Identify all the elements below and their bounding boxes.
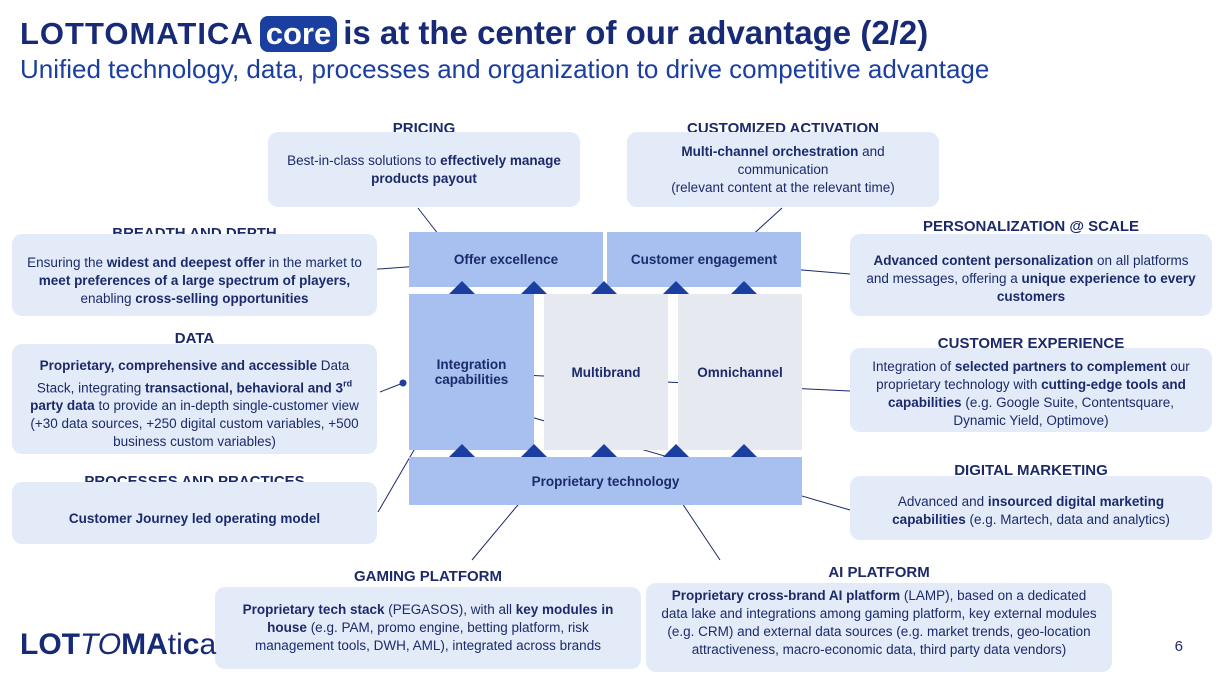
processes-box: Customer Journey led operating model [12, 482, 377, 544]
logo-part-1: LOT [20, 628, 80, 661]
cx-text-3: (e.g. Google Suite, Contentsquare, Dynam… [953, 395, 1174, 428]
gaming-bold-1: Proprietary tech stack [242, 602, 385, 617]
customized-activation-text-2: (relevant content at the relevant time) [671, 179, 895, 195]
gaming-text-1: (PEGASOS), with all [384, 602, 516, 617]
data-text-1: Data Stack, integrating [36, 357, 350, 396]
offer-excellence-block: Offer excellence [409, 232, 603, 287]
processes-bold: Customer Journey led operating model [68, 511, 321, 526]
customized-activation-bold: Multi-channel orchestration [681, 143, 859, 159]
logo-part-4: ti [167, 628, 183, 661]
breadth-depth-box: Ensuring the widest and deepest offer in… [12, 234, 377, 316]
customized-activation-box: Multi-channel orchestration and communic… [627, 132, 939, 207]
pricing-bold: effectively manage products payout [371, 152, 561, 186]
pricing-text: Best-in-class solutions to [287, 152, 441, 168]
logo-part-5: c [182, 628, 200, 661]
logo-part-6: a [199, 628, 217, 661]
ai-text: (LAMP), based on a dedicated data lake a… [661, 588, 1097, 657]
digital-marketing-heading: DIGITAL MARKETING [954, 462, 1108, 479]
ai-platform-heading: AI PLATFORM [828, 564, 930, 581]
personalization-text: on all platforms and messages, offering … [866, 253, 1189, 286]
page-subtitle: Unified technology, data, processes and … [20, 54, 990, 84]
digital-marketing-box: Advanced and insourced digital marketing… [850, 476, 1212, 540]
title-text: is at the center of our advantage (2/2) [343, 14, 929, 51]
breadth-text-2: in the market to [265, 255, 362, 270]
cx-bold-2: cutting-edge tools and capabilities [888, 377, 1186, 410]
personalization-bold-1: Advanced content personalization [873, 253, 1094, 268]
customer-experience-heading: CUSTOMER EXPERIENCE [937, 335, 1125, 352]
breadth-bold-3: cross-selling opportunities [135, 291, 309, 306]
ai-bold: Proprietary cross-brand AI platform [671, 588, 901, 603]
multibrand-block: Multibrand [544, 294, 668, 450]
cx-bold-1: selected partners to complement [954, 359, 1167, 374]
cx-text-1: Integration of [872, 359, 955, 374]
breadth-text-1: Ensuring the [27, 255, 107, 270]
personalization-heading: PERSONALIZATION @ SCALE [922, 218, 1140, 235]
customized-activation-text: and communication [737, 143, 885, 177]
integration-capabilities-block: Integration capabilities [409, 294, 534, 450]
proprietary-technology-block: Proprietary technology [409, 457, 802, 505]
customer-engagement-block: Customer engagement [607, 232, 801, 287]
lottomatica-logo: LOTTOMAtica [20, 628, 216, 662]
omnichannel-block: Omnichannel [678, 294, 802, 450]
cx-text-2: our proprietary technology with [876, 359, 1190, 392]
dm-text-2: (e.g. Martech, data and analytics) [965, 512, 1170, 527]
data-bold-2: transactional, behavioral and 3 [144, 380, 344, 396]
brand-wordmark: LOTTOMATICA [20, 16, 254, 51]
gaming-platform-heading: GAMING PLATFORM [353, 568, 503, 585]
data-text-2: to provide an in-depth single-customer v… [30, 398, 359, 450]
personalization-box: Advanced content personalization on all … [850, 234, 1212, 316]
customer-experience-box: Integration of selected partners to comp… [850, 348, 1212, 432]
data-bold-3: party data [30, 398, 95, 414]
breadth-bold-2: meet preferences of a large spectrum of … [38, 273, 351, 288]
data-heading: DATA [174, 330, 215, 347]
gaming-platform-box: Proprietary tech stack (PEGASOS), with a… [215, 587, 641, 669]
data-box: Proprietary, comprehensive and accessibl… [12, 344, 377, 454]
logo-part-3: MA [121, 628, 168, 661]
data-bold-sup: rd [343, 378, 353, 389]
logo-part-2: TO [80, 628, 122, 661]
gaming-text-2: (e.g. PAM, promo engine, betting platfor… [255, 620, 601, 653]
breadth-bold-1: widest and deepest offer [106, 255, 266, 270]
dm-bold: insourced digital marketing capabilities [892, 494, 1165, 527]
core-badge: core [259, 16, 338, 52]
data-bold-1: Proprietary, comprehensive and accessibl… [39, 357, 318, 373]
pricing-box: Best-in-class solutions to effectively m… [268, 132, 580, 207]
page-number: 6 [1174, 638, 1183, 655]
dm-text-1: Advanced and [897, 494, 988, 509]
personalization-bold-2: unique experience to every customers [996, 271, 1196, 304]
gaming-bold-2: key modules in house [267, 602, 614, 635]
ai-platform-box: Proprietary cross-brand AI platform (LAM… [646, 583, 1112, 672]
breadth-text-3: enabling [80, 291, 136, 306]
